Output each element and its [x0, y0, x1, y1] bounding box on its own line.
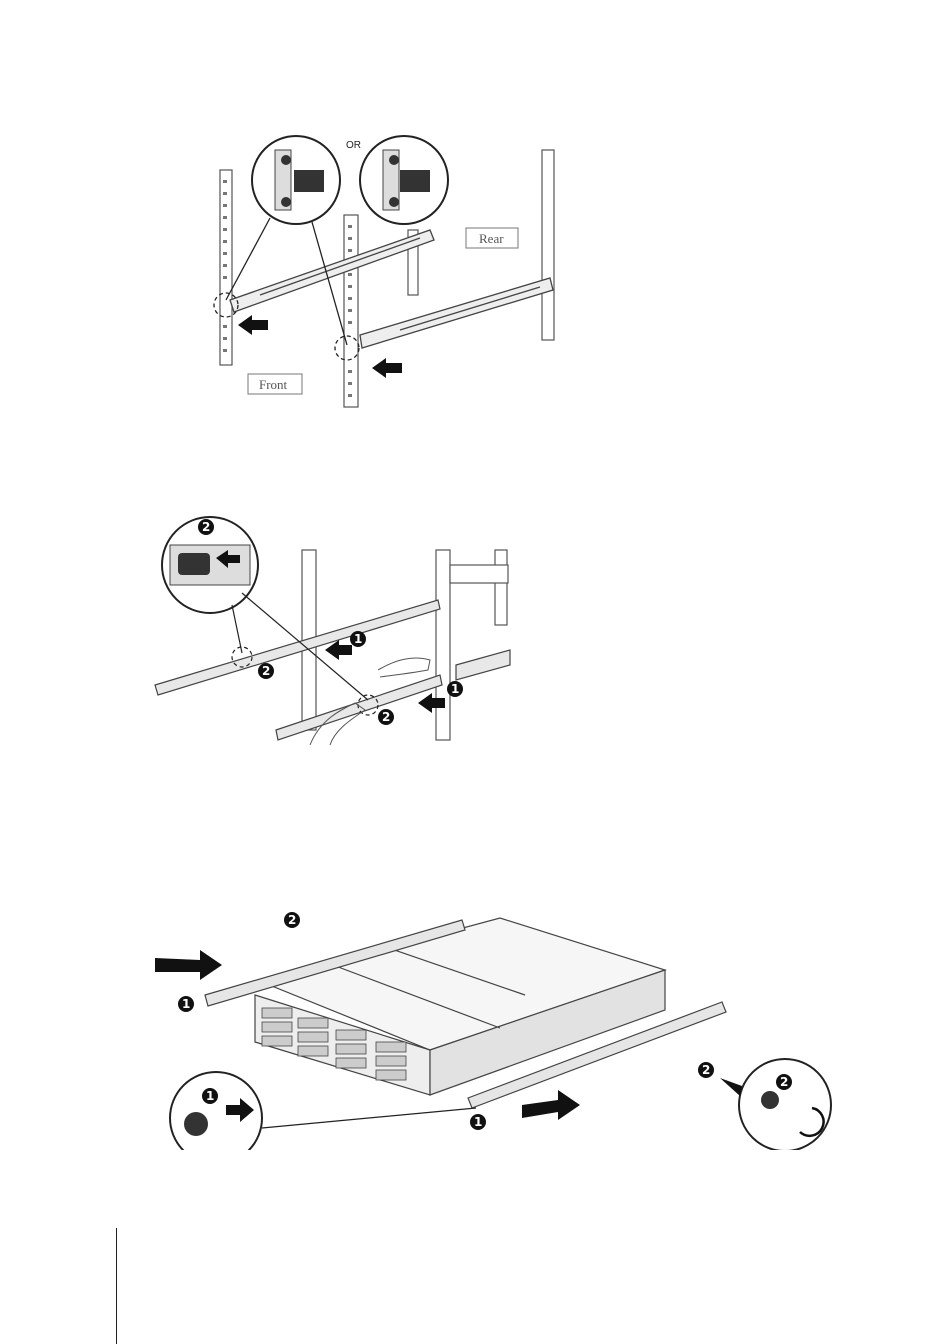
front-label: Front — [259, 377, 288, 392]
step-2-label: 2 — [288, 913, 296, 927]
figure-chassis-rails: 1 1 2 2 1 2 — [0, 900, 950, 1150]
rack-post-front-right — [344, 215, 358, 407]
rail-pin-icon — [184, 1112, 208, 1136]
screw-icon — [761, 1091, 779, 1109]
step-2-label: 2 — [262, 664, 270, 678]
step-2-label: 2 — [702, 1063, 710, 1077]
rail-right — [360, 278, 553, 348]
step-1-label: 1 — [354, 632, 362, 646]
step-2-label: 2 — [780, 1075, 788, 1089]
rear-label: Rear — [479, 231, 504, 246]
arrow-icon — [372, 358, 402, 378]
step-2-label: 2 — [202, 520, 210, 534]
step-1-label: 1 — [182, 997, 190, 1011]
arrow-icon — [238, 315, 268, 335]
release-tab-detail — [170, 545, 250, 585]
figure-rail-mount: OR Rear Front — [0, 130, 950, 420]
step-1-label: 1 — [474, 1115, 482, 1129]
detail-callout-right — [739, 1059, 831, 1150]
hand-icon — [378, 658, 430, 677]
page-margin-rule — [116, 1228, 117, 1344]
rail-upper — [155, 600, 440, 695]
step-1-label: 1 — [451, 682, 459, 696]
callout-pointer — [720, 1078, 742, 1096]
server-chassis — [255, 918, 665, 1095]
figure-rail-insert: 2 1 1 2 2 — [0, 505, 950, 750]
rail-left — [230, 230, 434, 312]
step-1-label: 1 — [206, 1089, 214, 1103]
rack-post-front-left — [220, 170, 232, 365]
step-2-label: 2 — [382, 710, 390, 724]
or-label: OR — [346, 140, 361, 151]
arrow-icon — [155, 950, 222, 980]
arrow-icon — [522, 1090, 580, 1120]
